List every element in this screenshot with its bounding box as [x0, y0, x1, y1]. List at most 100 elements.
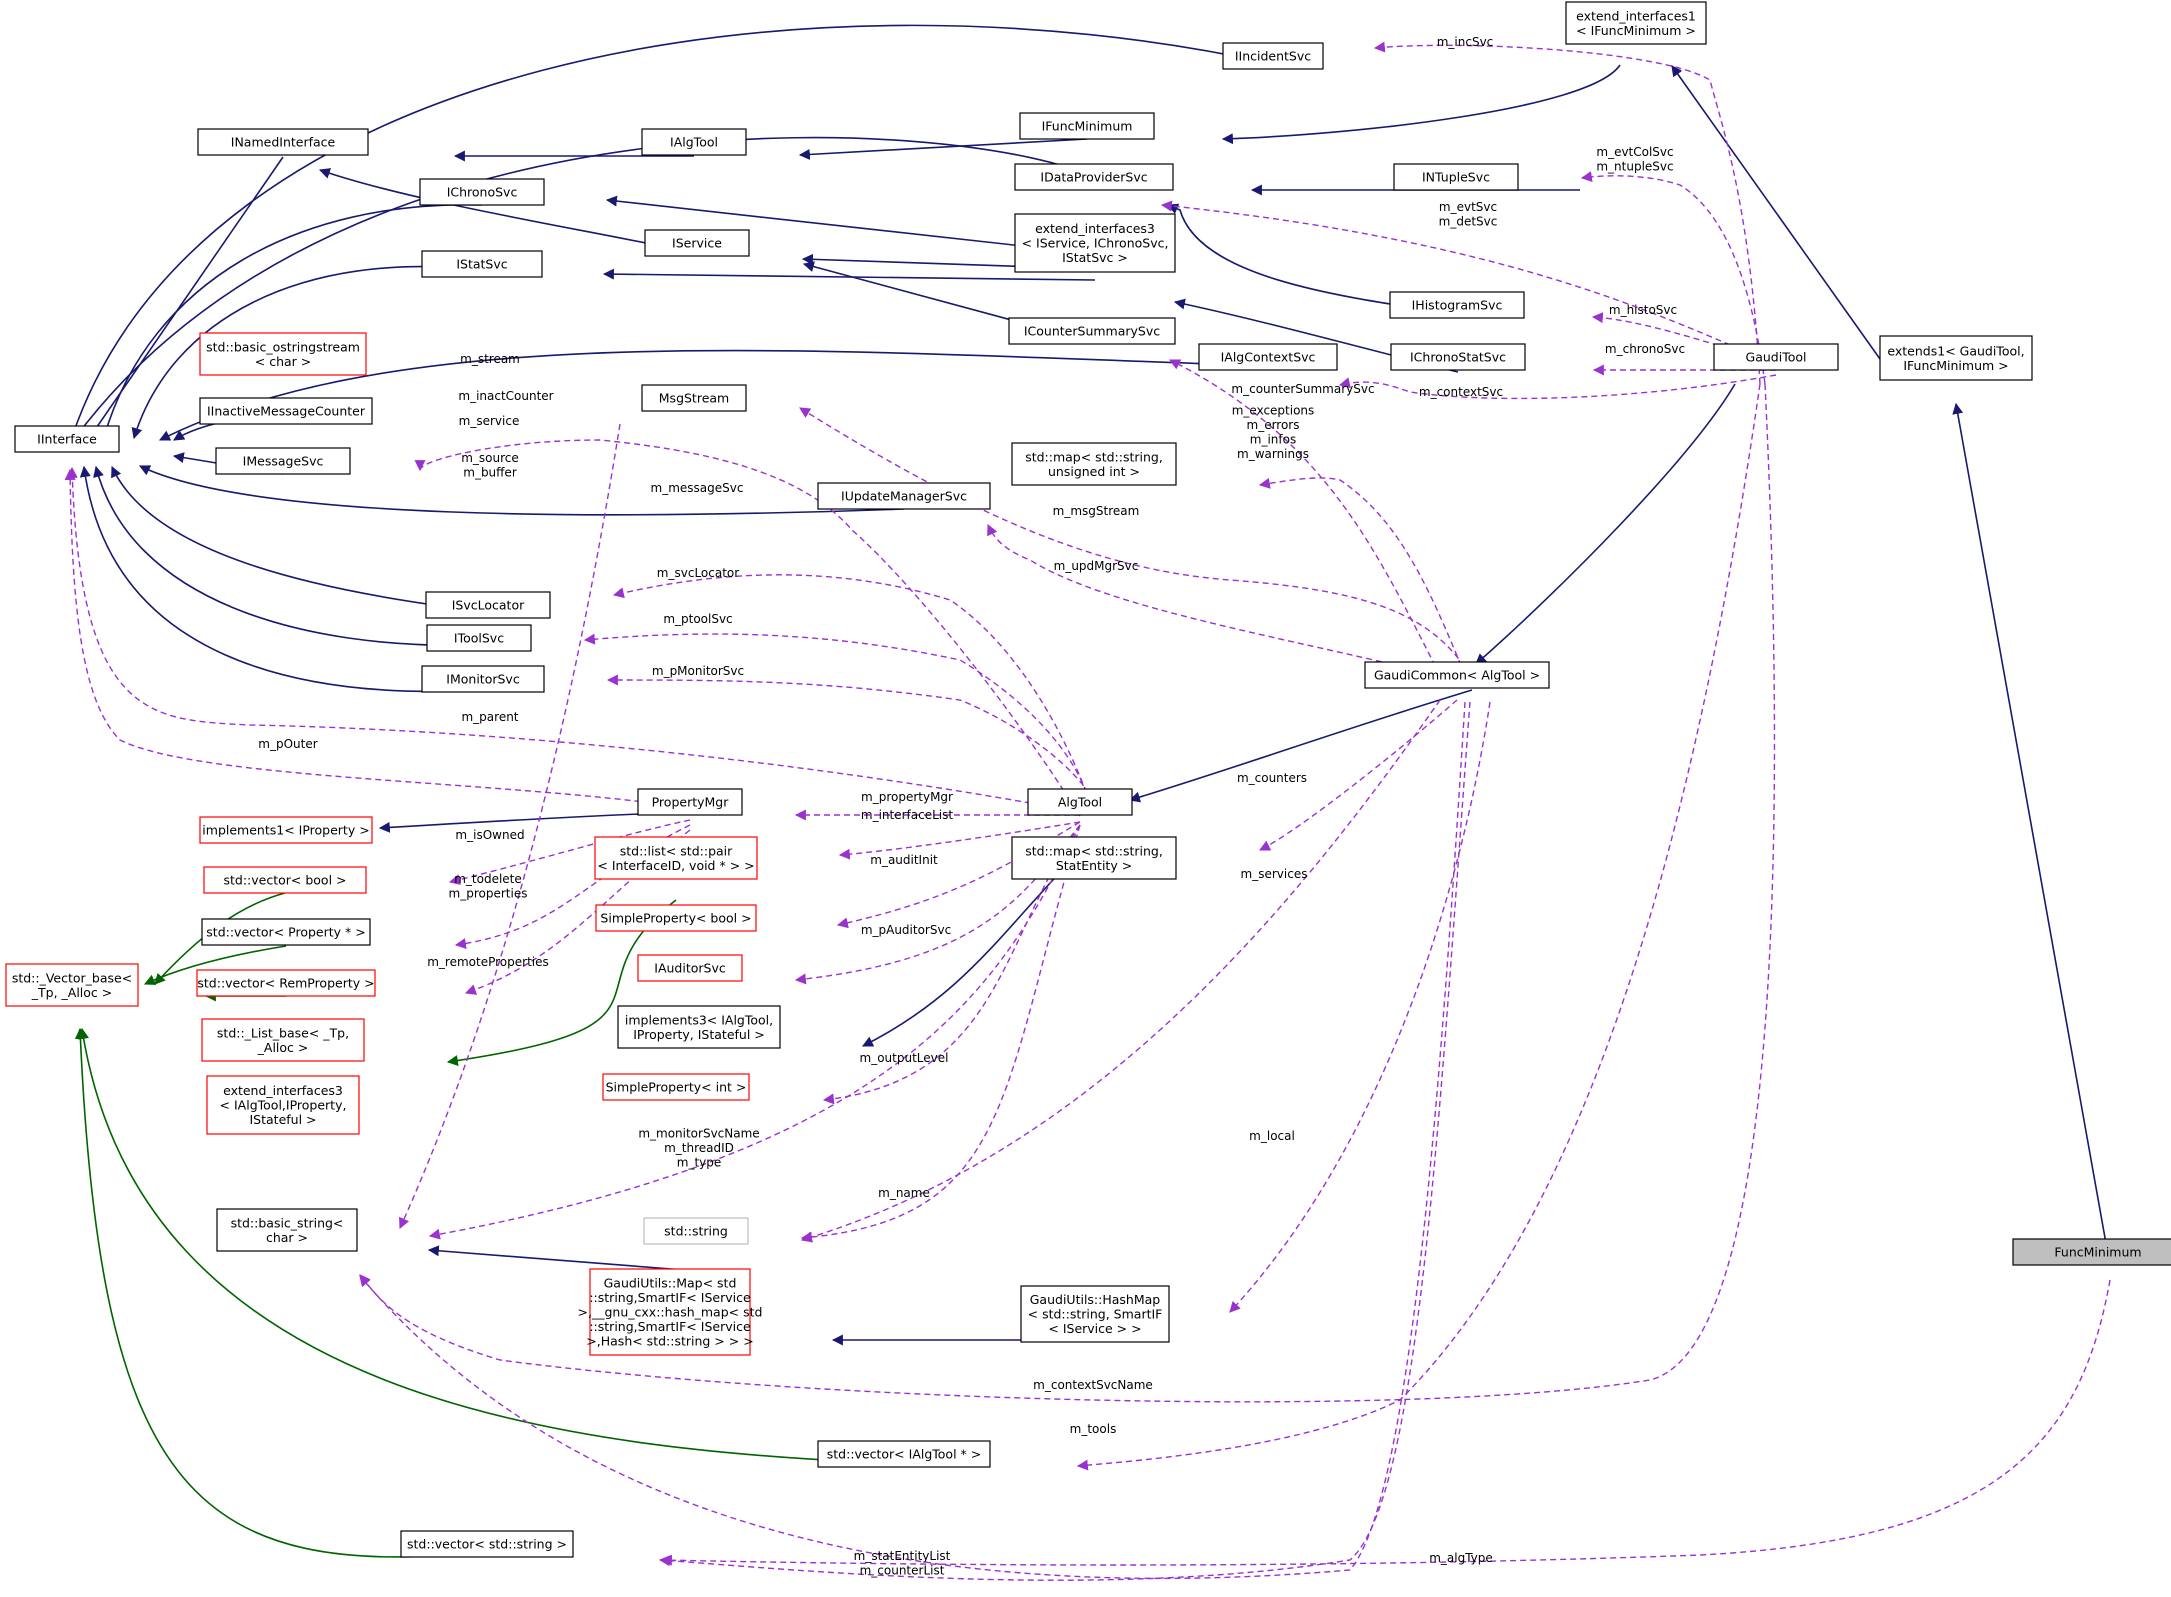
class-box[interactable] [637, 788, 743, 816]
class-node-basicString[interactable]: std::basic_string<char > [216, 1208, 358, 1252]
class-box[interactable] [1198, 343, 1338, 371]
class-node-IMonitorSvc[interactable]: IMonitorSvc [421, 665, 545, 693]
class-node-implements1[interactable]: implements1< IProperty > [199, 816, 373, 844]
class-node-HashMap[interactable]: GaudiUtils::HashMap< std::string, SmartI… [1020, 1285, 1170, 1343]
class-box[interactable] [421, 665, 545, 693]
class-box[interactable] [199, 397, 373, 425]
class-node-GaudiTool[interactable]: GaudiTool [1713, 343, 1839, 371]
class-box[interactable] [643, 1217, 749, 1245]
class-node-IMessageSvc[interactable]: IMessageSvc [215, 447, 351, 475]
class-node-IAuditorSvc[interactable]: IAuditorSvc [637, 954, 743, 982]
class-box[interactable] [1008, 317, 1176, 345]
class-box[interactable] [817, 482, 991, 510]
class-box[interactable] [203, 866, 367, 894]
class-box[interactable] [5, 963, 139, 1007]
class-node-vectorAlgTool[interactable]: std::vector< IAlgTool * > [817, 1440, 991, 1468]
class-node-IInactiveMessageCounter[interactable]: IInactiveMessageCounter [199, 397, 373, 425]
class-node-IChronoStatSvc[interactable]: IChronoStatSvc [1390, 343, 1526, 371]
class-node-IUpdateManagerSvc[interactable]: IUpdateManagerSvc [817, 482, 991, 510]
class-node-ISvcLocator[interactable]: ISvcLocator [425, 591, 551, 619]
class-box[interactable] [1011, 442, 1177, 486]
class-node-IChronoSvc[interactable]: IChronoSvc [419, 178, 545, 206]
class-box[interactable] [201, 918, 371, 946]
class-box[interactable] [426, 624, 532, 652]
class-node-GaudiMap[interactable]: GaudiUtils::Map< std::string,SmartIF< IS… [578, 1268, 763, 1356]
class-node-implements3[interactable]: implements3< IAlgTool,IProperty, IStatef… [617, 1005, 781, 1049]
class-node-IService[interactable]: IService [644, 229, 750, 257]
class-node-ListBase[interactable]: std::_List_base< _Tp,_Alloc > [201, 1018, 365, 1062]
class-box[interactable] [1014, 163, 1174, 191]
class-node-FuncMinimum[interactable]: FuncMinimum [2012, 1238, 2171, 1266]
class-box[interactable] [197, 128, 369, 156]
class-box[interactable] [1390, 343, 1526, 371]
class-node-mapUint[interactable]: std::map< std::string,unsigned int > [1011, 442, 1177, 486]
class-node-IAlgContextSvc[interactable]: IAlgContextSvc [1198, 343, 1338, 371]
class-box[interactable] [1389, 291, 1525, 319]
class-node-extends1[interactable]: extends1< GaudiTool,IFuncMinimum > [1879, 335, 2033, 381]
class-box[interactable] [1027, 788, 1133, 816]
class-node-mapStat[interactable]: std::map< std::string,StatEntity > [1011, 836, 1177, 880]
class-box[interactable] [1565, 1, 1707, 45]
class-node-PropertyMgr[interactable]: PropertyMgr [637, 788, 743, 816]
class-box[interactable] [1879, 335, 2033, 381]
class-box[interactable] [14, 425, 120, 453]
class-box[interactable] [1019, 112, 1155, 140]
class-box[interactable] [1014, 213, 1176, 273]
class-box[interactable] [425, 591, 551, 619]
class-box[interactable] [201, 1018, 365, 1062]
class-box[interactable] [199, 332, 367, 376]
class-node-MsgStream[interactable]: MsgStream [641, 384, 747, 412]
class-node-extendIface3b[interactable]: extend_interfaces3< IAlgTool,IProperty,I… [206, 1075, 360, 1135]
class-node-vectorString[interactable]: std::vector< std::string > [400, 1530, 574, 1558]
class-node-IHistogramSvc[interactable]: IHistogramSvc [1389, 291, 1525, 319]
class-box[interactable] [641, 128, 747, 156]
class-box[interactable] [589, 1268, 751, 1356]
class-box[interactable] [1393, 163, 1519, 191]
class-box[interactable] [1222, 42, 1324, 70]
class-box[interactable] [1011, 836, 1177, 880]
class-box[interactable] [215, 447, 351, 475]
class-box[interactable] [1364, 661, 1550, 689]
class-node-extendIface1[interactable]: extend_interfaces1< IFuncMinimum > [1565, 1, 1707, 45]
class-node-SimplePropertyBool[interactable]: SimpleProperty< bool > [595, 904, 757, 932]
class-box[interactable] [199, 816, 373, 844]
class-box[interactable] [817, 1440, 991, 1468]
class-box[interactable] [2012, 1238, 2171, 1266]
class-box[interactable] [644, 229, 750, 257]
class-node-IFuncMinimum[interactable]: IFuncMinimum [1019, 112, 1155, 140]
class-node-SimplePropertyInt[interactable]: SimpleProperty< int > [602, 1073, 750, 1101]
class-box[interactable] [595, 904, 757, 932]
class-box[interactable] [1020, 1285, 1170, 1343]
class-node-IStatSvc[interactable]: IStatSvc [421, 250, 543, 278]
class-node-listPair[interactable]: std::list< std::pair< InterfaceID, void … [594, 836, 758, 880]
class-box[interactable] [602, 1073, 750, 1101]
class-node-IInterface[interactable]: IInterface [14, 425, 120, 453]
class-box[interactable] [400, 1530, 574, 1558]
class-node-INamedInterface[interactable]: INamedInterface [197, 128, 369, 156]
class-box[interactable] [641, 384, 747, 412]
class-box[interactable] [419, 178, 545, 206]
class-box[interactable] [637, 954, 743, 982]
class-node-vectorProperty[interactable]: std::vector< Property * > [201, 918, 371, 946]
class-node-IAlgTool[interactable]: IAlgTool [641, 128, 747, 156]
class-node-GaudiCommon[interactable]: GaudiCommon< AlgTool > [1364, 661, 1550, 689]
class-box[interactable] [1713, 343, 1839, 371]
class-node-VectorBase[interactable]: std::_Vector_base<_Tp, _Alloc > [5, 963, 139, 1007]
class-node-IIncidentSvc[interactable]: IIncidentSvc [1222, 42, 1324, 70]
class-box[interactable] [617, 1005, 781, 1049]
class-box[interactable] [196, 969, 376, 997]
class-box[interactable] [594, 836, 758, 880]
class-box[interactable] [206, 1075, 360, 1135]
class-box[interactable] [421, 250, 543, 278]
class-node-ostringstream[interactable]: std::basic_ostringstream< char > [199, 332, 367, 376]
class-box[interactable] [216, 1208, 358, 1252]
class-node-vectorRem[interactable]: std::vector< RemProperty > [196, 969, 376, 997]
class-node-extendIface3[interactable]: extend_interfaces3< IService, IChronoSvc… [1014, 213, 1176, 273]
class-node-stdString[interactable]: std::string [643, 1217, 749, 1245]
class-node-ICounterSummarySvc[interactable]: ICounterSummarySvc [1008, 317, 1176, 345]
class-node-AlgTool[interactable]: AlgTool [1027, 788, 1133, 816]
class-node-IToolSvc[interactable]: IToolSvc [426, 624, 532, 652]
class-node-vectorBool[interactable]: std::vector< bool > [203, 866, 367, 894]
class-node-INTupleSvc[interactable]: INTupleSvc [1393, 163, 1519, 191]
class-node-IDataProviderSvc[interactable]: IDataProviderSvc [1014, 163, 1174, 191]
